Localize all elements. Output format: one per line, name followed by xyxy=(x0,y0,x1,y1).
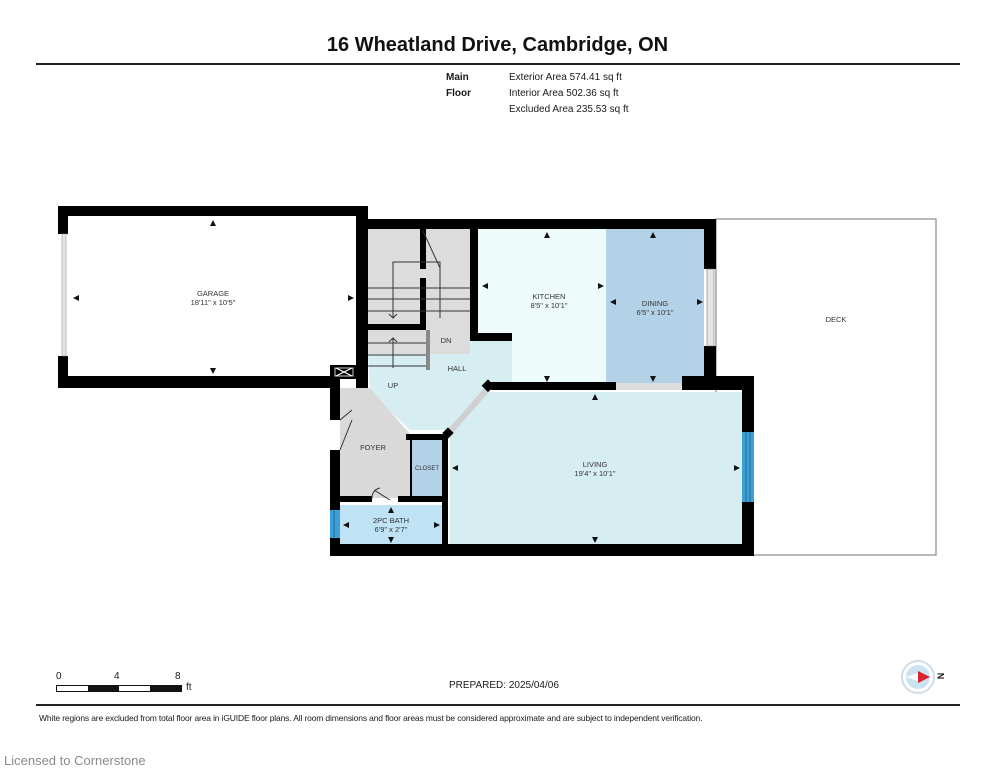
license-watermark: Licensed to Cornerstone xyxy=(4,753,146,768)
stairs-down-label: DN xyxy=(440,336,452,345)
scale-tick-4: 4 xyxy=(114,671,120,682)
stairs-area xyxy=(368,229,470,354)
scale-graphic xyxy=(56,685,182,692)
garage-floor xyxy=(68,215,356,375)
garage-window xyxy=(61,233,67,357)
scale-tick-0: 0 xyxy=(56,671,62,682)
room-label-kitchen: KITCHEN 8'5" x 10'1" xyxy=(530,292,568,310)
property-address-title: 16 Wheatland Drive, Cambridge, ON xyxy=(326,34,669,56)
north-compass: N xyxy=(900,659,950,704)
scale-tick-8: 8 xyxy=(175,671,181,682)
compass-north-label: N xyxy=(935,672,946,680)
bath-window xyxy=(330,510,340,538)
room-label-closet: CLOSET xyxy=(414,466,440,472)
dining-patio-door xyxy=(706,268,715,347)
foyer-floor xyxy=(340,388,410,498)
disclaimer-text: White regions are excluded from total fl… xyxy=(39,713,703,723)
kitchen-dining-opening xyxy=(616,383,682,390)
room-label-deck: DECK xyxy=(825,315,847,324)
angled-opening xyxy=(445,384,493,436)
exterior-area: Exterior Area 574.41 sq ft xyxy=(509,72,622,83)
interior-area: Interior Area 502.36 sq ft xyxy=(509,88,619,99)
prepared-date: PREPARED: 2025/04/06 xyxy=(449,680,559,691)
living-window xyxy=(742,432,754,502)
footer-divider xyxy=(36,704,960,706)
dimension-arrows xyxy=(73,220,740,543)
compass-icon xyxy=(901,660,935,694)
header-divider xyxy=(36,63,960,65)
room-label-foyer: FOYER xyxy=(360,443,386,452)
room-label-hall: HALL xyxy=(447,364,467,373)
living-floor xyxy=(450,392,742,544)
closet-floor xyxy=(412,438,442,498)
garage-walls xyxy=(58,206,368,388)
room-label-bath: 2PC BATH 6'9" x 2'7" xyxy=(372,516,410,534)
room-label-garage: GARAGE 18'11" x 10'5" xyxy=(190,289,236,307)
scale-unit: ft xyxy=(186,682,192,693)
garage-vent-icon xyxy=(334,367,354,377)
excluded-area: Excluded Area 235.53 sq ft xyxy=(509,104,629,115)
hall-floor xyxy=(368,340,512,430)
house-walls xyxy=(330,219,754,556)
room-label-living: LIVING 19'4" x 10'1" xyxy=(574,460,616,478)
stairs-up-label: UP xyxy=(387,381,399,390)
staircase xyxy=(360,229,470,370)
floor-name: Main Floor xyxy=(446,72,471,99)
doors xyxy=(339,409,391,501)
room-label-dining: DINING 6'5" x 10'1" xyxy=(636,299,674,317)
dining-floor xyxy=(606,229,704,384)
